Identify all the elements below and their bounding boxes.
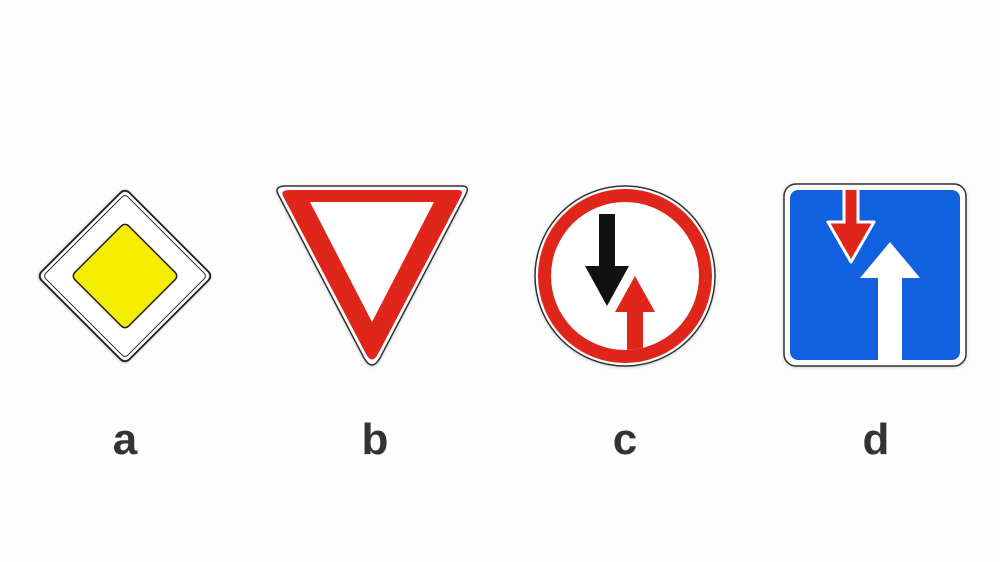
sign-label-c: c — [612, 415, 638, 464]
give-way-to-oncoming-traffic-sign-icon — [527, 178, 723, 374]
yield-sign-icon — [274, 178, 470, 374]
sign-label-d: d — [862, 415, 890, 464]
sign-label-a: a — [112, 415, 138, 464]
priority-road-sign-icon — [27, 178, 223, 374]
sign-label-b: b — [361, 415, 389, 464]
priority-over-oncoming-traffic-sign-icon — [776, 178, 972, 374]
